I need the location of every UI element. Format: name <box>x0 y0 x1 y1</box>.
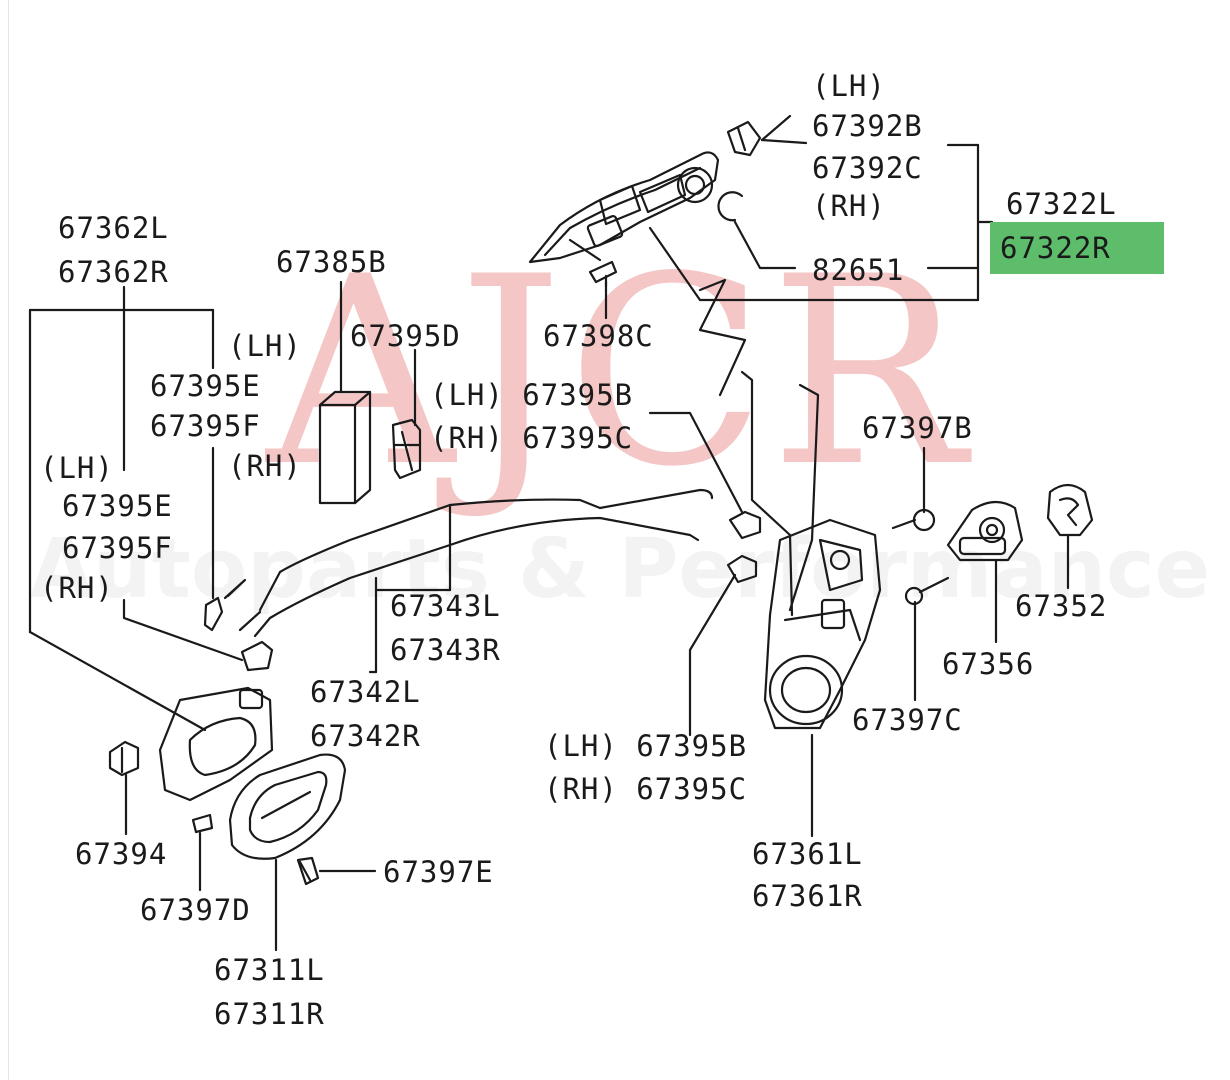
label-rh-a: (RH) <box>228 449 302 483</box>
label-67397E: 67397E <box>383 855 494 889</box>
label-67322R-highlighted: 67322R <box>990 222 1164 274</box>
label-67395D: 67395D <box>350 319 461 353</box>
label-67394: 67394 <box>75 837 168 871</box>
label-lh-67392: (LH) <box>812 69 886 103</box>
door-lock-67361 <box>763 518 882 730</box>
label-rh-b: (RH) <box>40 571 114 605</box>
label-67397D: 67397D <box>140 893 251 927</box>
label-67397B: 67397B <box>862 411 973 445</box>
rod-clip-67395E-a <box>203 596 224 632</box>
striker-67356 <box>946 500 1024 562</box>
label-82651: 82651 <box>812 253 905 287</box>
watermark-logo: AJCR <box>266 222 970 524</box>
lock-rods <box>740 370 820 617</box>
leader-lines <box>28 114 1070 952</box>
handle-clip-67392 <box>726 120 762 157</box>
label-67395E-b: 67395E <box>62 489 173 523</box>
label-67361L: 67361L <box>752 837 863 871</box>
label-67362R: 67362R <box>58 255 169 289</box>
label-67352: 67352 <box>1015 589 1108 623</box>
label-67395F-a: 67395F <box>150 409 261 443</box>
outside-handle <box>528 151 720 264</box>
handle-bracket-67362 <box>158 686 274 802</box>
screw-67398C <box>588 260 618 288</box>
label-67356: 67356 <box>942 647 1035 681</box>
rod-clip-67395E-b <box>240 640 274 672</box>
rod-clip-67395B-bottom <box>726 554 758 584</box>
shim-67352 <box>1046 483 1094 537</box>
e-ring-82651 <box>717 191 744 222</box>
label-67311L: 67311L <box>214 953 325 987</box>
label-67361R: 67361R <box>752 879 863 913</box>
label-67385B: 67385B <box>276 245 387 279</box>
label-67311R: 67311R <box>214 997 325 1031</box>
label-67395F-b: 67395F <box>62 531 173 565</box>
rods <box>238 488 714 638</box>
label-lh-b: (LH) <box>40 451 114 485</box>
label-rh-67395C-top: (RH) 67395C <box>430 421 634 455</box>
label-67343L: 67343L <box>390 589 501 623</box>
label-67343R: 67343R <box>390 633 501 667</box>
label-rh-67392: (RH) <box>812 189 886 223</box>
label-rh-67395C-bottom: (RH) 67395C <box>544 772 748 806</box>
grommet-67394 <box>108 740 140 777</box>
inside-handle-67311 <box>228 753 347 860</box>
label-lh-a: (LH) <box>228 329 302 363</box>
rod-clip-67395B-top <box>728 510 762 540</box>
label-67392C: 67392C <box>812 151 923 185</box>
screw-67397B <box>891 508 936 532</box>
label-lh-67395B-top: (LH) 67395B <box>430 378 634 412</box>
left-border <box>8 0 9 1080</box>
label-67342R: 67342R <box>310 719 421 753</box>
label-67392B: 67392B <box>812 109 923 143</box>
label-67397C: 67397C <box>852 703 963 737</box>
label-lh-67395B-bottom: (LH) 67395B <box>544 729 748 763</box>
label-67398C: 67398C <box>543 319 654 353</box>
label-67395E-a: 67395E <box>150 369 261 403</box>
watermark-tagline: Autoparts & Performance <box>29 522 1211 617</box>
screw-67397E <box>296 856 320 886</box>
label-67322L: 67322L <box>1006 187 1117 221</box>
clip-67395D <box>391 418 422 480</box>
screw-67397C <box>904 576 950 606</box>
label-67362L: 67362L <box>58 211 169 245</box>
actuator-67385B <box>318 390 372 505</box>
screw-67397D <box>191 813 214 834</box>
label-67342L: 67342L <box>310 675 421 709</box>
